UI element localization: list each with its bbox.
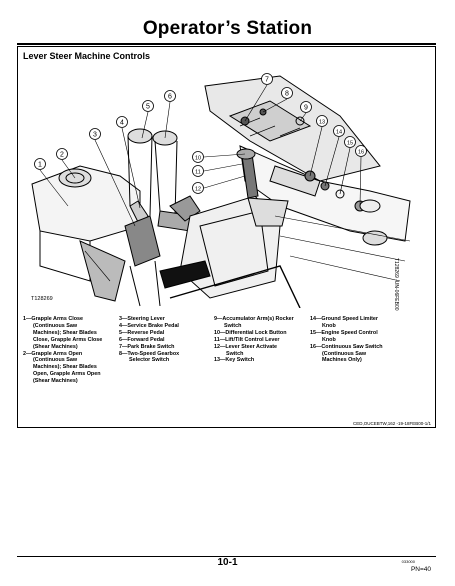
callout-1: 1 [38, 162, 42, 169]
legend-column-2: 3—Steering Lever 4—Service Brake Pedal 5… [119, 316, 179, 364]
legend-line: 13—Key Switch [214, 357, 255, 364]
legend-line: 15—Engine Speed Control [310, 329, 378, 336]
legend-line: Machines Only) [322, 357, 362, 364]
legend-line: 10—Differential Lock Button [214, 329, 287, 336]
legend-line: 12—Lever Steer Activate [214, 343, 278, 350]
legend-line: Selector Switch [129, 357, 170, 364]
callout-2: 2 [60, 152, 64, 159]
legend-line: (Shear Machines) [33, 378, 78, 385]
legend-line: (Shear Machines) [33, 343, 78, 350]
callout-12: 12 [195, 187, 201, 193]
figure-id: T128269 [31, 296, 53, 302]
callout-7: 7 [265, 77, 269, 84]
callout-4: 4 [120, 120, 124, 127]
legend-line: 3—Steering Lever [119, 316, 165, 322]
legend-line: 11—Lift/Tilt Control Lever [214, 336, 280, 343]
legend-column-1: 1—Grapple Arms Close (Continuous Saw Mac… [23, 316, 102, 385]
callout-10: 10 [195, 156, 201, 162]
legend-line: 8—Two-Speed Gearbox [119, 350, 180, 357]
legend-line: 4—Service Brake Pedal [119, 322, 179, 329]
legend-line: Close, Grapple Arms Close [33, 336, 103, 343]
footer-rule [17, 556, 436, 557]
legend-line: Machines); Shear Blades [33, 329, 97, 336]
callout-16: 16 [358, 150, 364, 156]
corner-small-code: 033000 [401, 559, 415, 564]
legend-column-3: 9—Accumulator Arm(s) Rocker Switch 10—Di… [214, 316, 294, 364]
page-number: 10-1 [217, 557, 238, 568]
legend-line: (Continuous Saw [322, 350, 367, 357]
callout-15: 15 [347, 141, 353, 147]
legend-line: 16—Continuous Saw Switch [310, 343, 383, 350]
legend-line: 7—Park Brake Switch [119, 343, 175, 350]
callout-6: 6 [168, 94, 172, 101]
section-title: Lever Steer Machine Controls [23, 51, 151, 61]
legend-line: Open, Grapple Arms Open [33, 371, 101, 378]
callout-9: 9 [304, 105, 308, 112]
content-box [17, 46, 436, 428]
legend-line: 14—Ground Speed Limiter [310, 316, 378, 322]
legend-line: 1—Grapple Arms Close [23, 316, 84, 322]
footer-code: CED,OUCEBTW,162 -19-18FEB00-1/1 [352, 421, 431, 426]
legend-line: 2—Grapple Arms Open [23, 350, 83, 357]
legend-line: 5—Reverse Pedal [119, 329, 165, 336]
legend-line: (Continuous Saw [33, 322, 78, 329]
legend-line: Machines); Shear Blades [33, 364, 97, 371]
legend-column-4: 14—Ground Speed Limiter Knob 15—Engine S… [310, 316, 382, 364]
controls-illustration: 1 2 3 4 5 6 7 8 9 10 11 12 13 14 15 16 [31, 73, 411, 308]
legend-line: Knob [322, 336, 336, 343]
page-pn: PN=40 [410, 566, 431, 573]
legend-line: 9—Accumulator Arm(s) Rocker [214, 316, 294, 322]
legend-line: Switch [226, 350, 244, 357]
page-title: Operator’s Station [142, 18, 313, 39]
callout-11: 11 [195, 170, 201, 176]
callout-14: 14 [336, 130, 342, 136]
legend-line: 6—Forward Pedal [119, 336, 165, 343]
legend-line: Knob [322, 322, 336, 329]
title-rule [17, 43, 436, 45]
legend-line: (Continuous Saw [33, 357, 78, 364]
figure-side-code: T128269 -UN-06FEB00 [393, 258, 399, 311]
callout-5: 5 [146, 104, 150, 111]
legend-line: Switch [224, 322, 242, 329]
callout-13: 13 [319, 120, 325, 126]
callout-8: 8 [285, 91, 289, 98]
callout-3: 3 [93, 132, 97, 139]
